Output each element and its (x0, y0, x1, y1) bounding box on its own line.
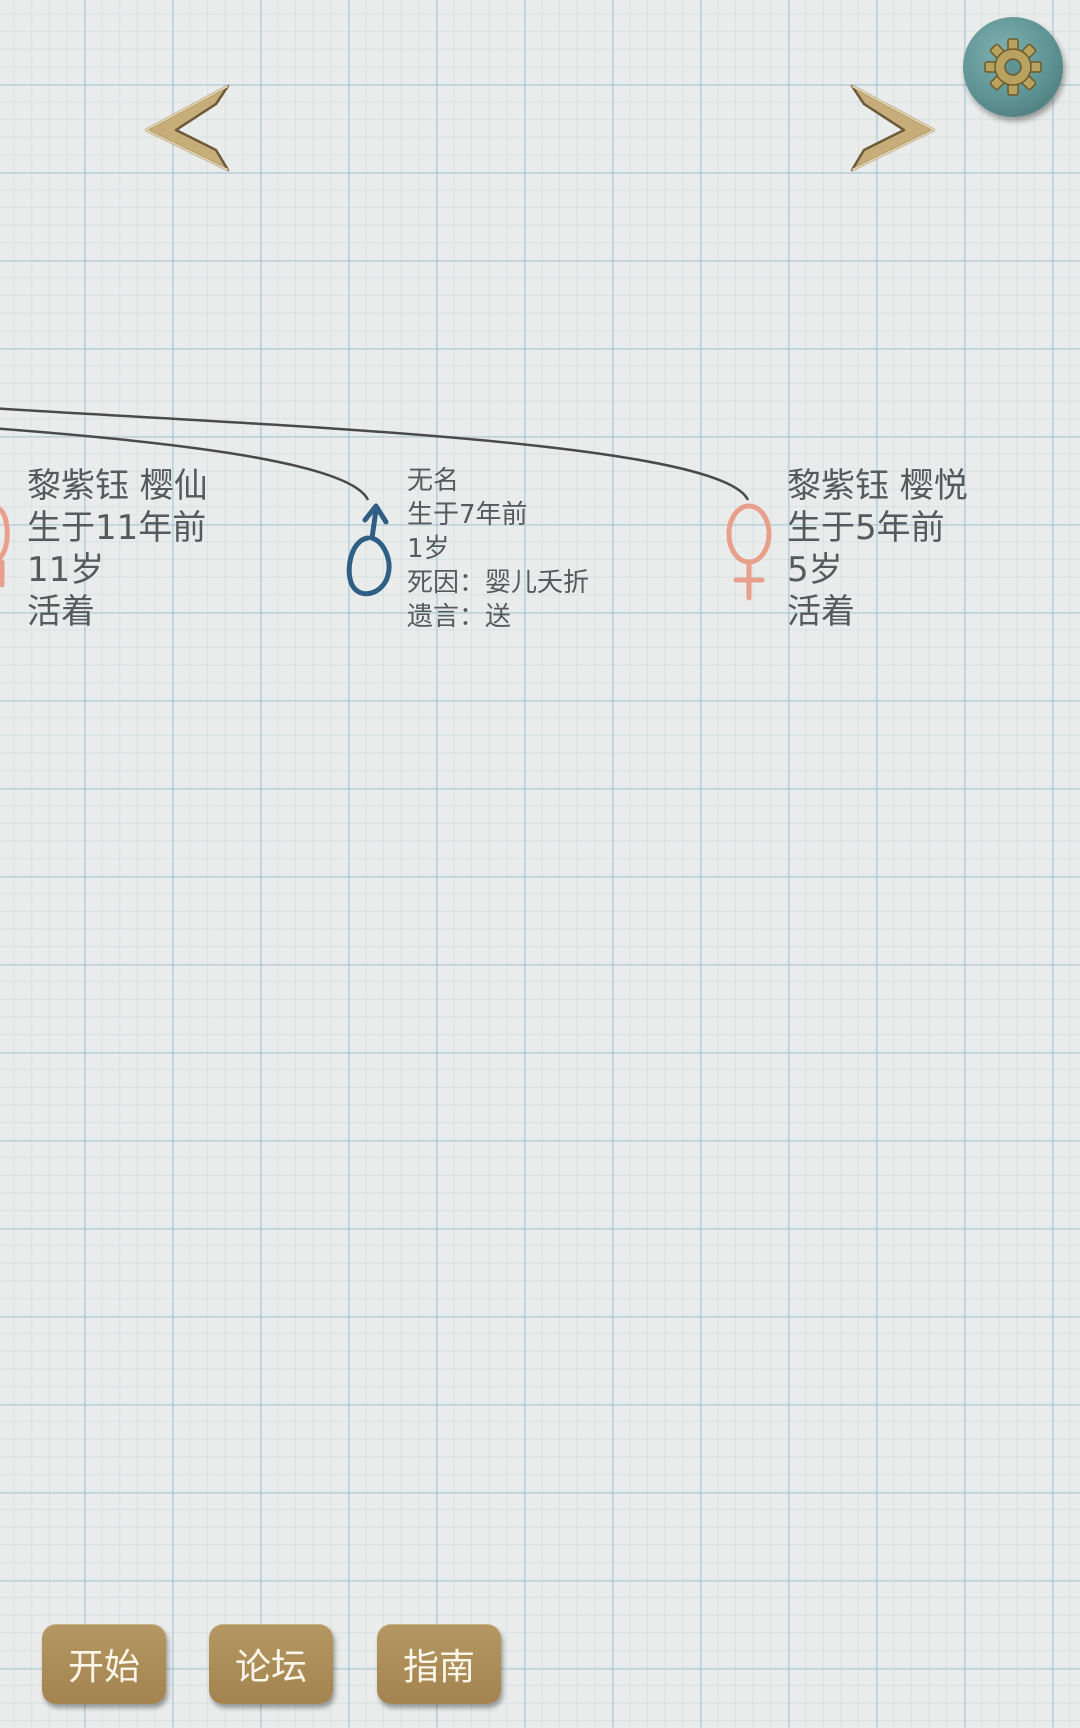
chevron-left-icon[interactable] (140, 78, 240, 178)
person-age: 5岁 (787, 550, 843, 590)
gear-icon (984, 38, 1042, 96)
person-card: 黎紫钰 樱仙 生于11年前 11岁 活着 (27, 465, 208, 633)
person-age: 1岁 (407, 534, 450, 564)
person-name: 无名 (407, 466, 460, 496)
person-last-words: 遗言：送 (407, 602, 512, 632)
connection-line (0, 427, 370, 501)
person-age: 11岁 (27, 550, 105, 590)
person-birth: 生于5年前 (787, 508, 945, 548)
person-name: 黎紫钰 樱悦 (787, 466, 968, 506)
person-status: 活着 (787, 592, 855, 632)
start-button[interactable]: 开始 (42, 1624, 166, 1704)
person-name: 黎紫钰 樱仙 (27, 466, 208, 506)
person-death-cause: 死因：婴儿夭折 (407, 568, 590, 598)
person-card: 黎紫钰 樱悦 生于5年前 5岁 活着 (787, 465, 968, 633)
guide-button[interactable]: 指南 (377, 1624, 501, 1704)
person-birth: 生于11年前 (27, 508, 207, 548)
person-birth: 生于7年前 (407, 500, 528, 530)
person-card: 无名 生于7年前 1岁 死因：婴儿夭折 遗言：送 (407, 464, 589, 634)
forum-button[interactable]: 论坛 (209, 1624, 333, 1704)
connection-line (0, 407, 750, 501)
chevron-right-icon[interactable] (840, 78, 940, 178)
person-status: 活着 (27, 592, 95, 632)
settings-button[interactable] (963, 17, 1063, 117)
